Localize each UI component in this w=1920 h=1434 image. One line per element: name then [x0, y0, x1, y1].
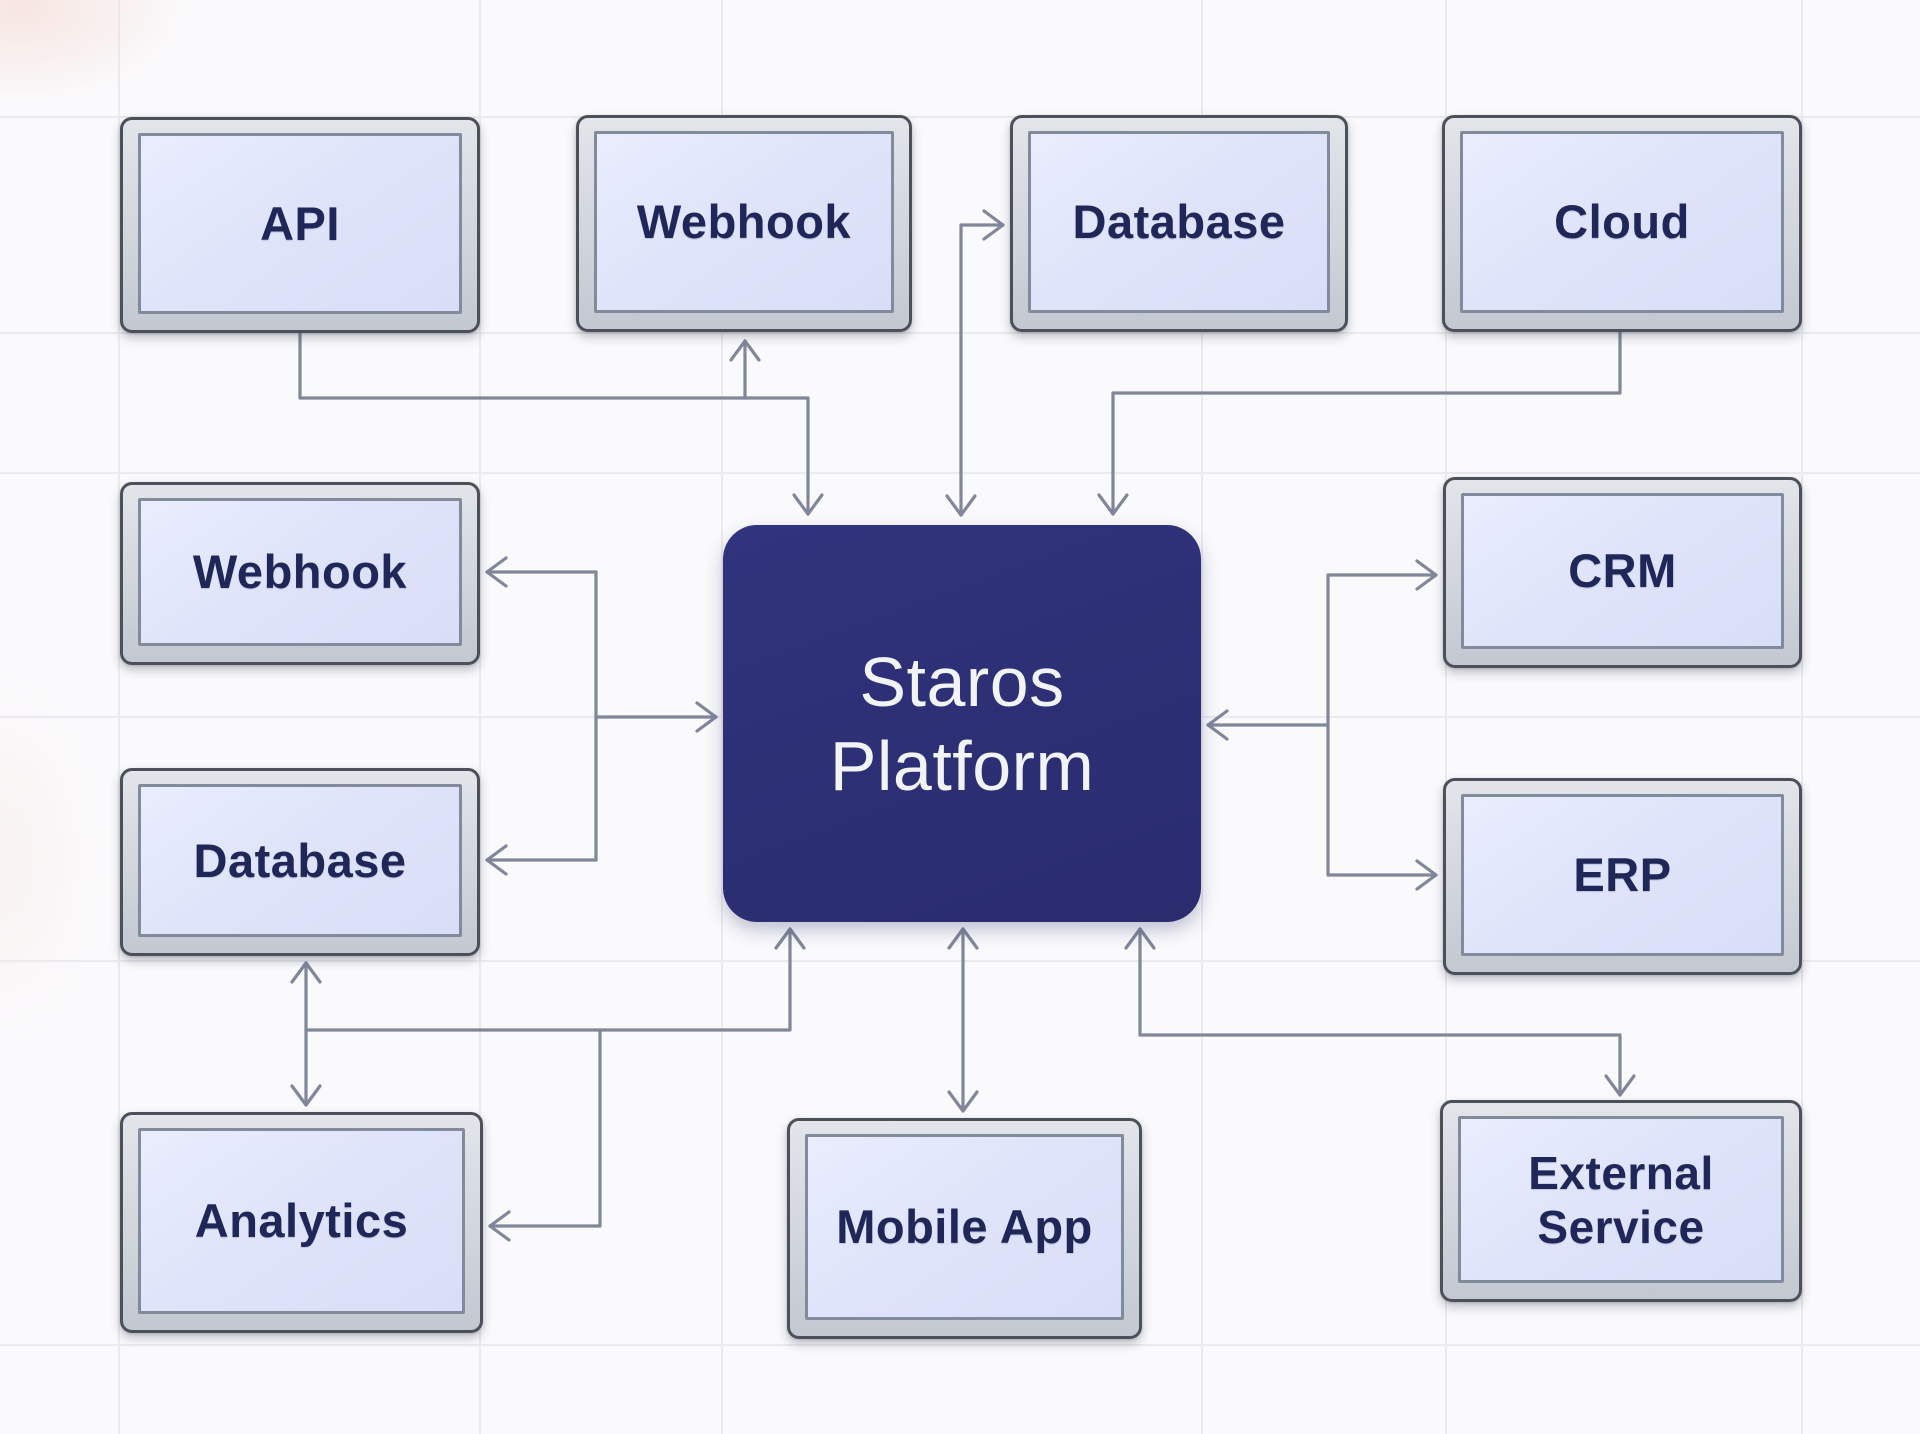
node-external-service-label: External Service: [1528, 1146, 1714, 1253]
node-mobile-app-label: Mobile App: [836, 1200, 1093, 1253]
node-api: API: [120, 117, 480, 333]
node-database-left-screen: Database: [138, 784, 462, 937]
node-external-service-screen: External Service: [1458, 1116, 1784, 1283]
node-analytics-label: Analytics: [194, 1194, 409, 1247]
node-crm: CRM: [1443, 477, 1802, 668]
node-database-top-label: Database: [1072, 195, 1286, 248]
node-api-label: API: [260, 196, 340, 250]
hub-label-line2: Platform: [829, 726, 1095, 805]
node-erp-label: ERP: [1573, 848, 1672, 901]
node-staros-platform-label: Staros Platform: [830, 640, 1095, 808]
edge-bottom-junction-to-analytics: [488, 1028, 602, 1242]
node-webhook-top: Webhook: [576, 115, 912, 332]
node-mobile-app-screen: Mobile App: [805, 1134, 1124, 1320]
node-erp: ERP: [1443, 778, 1802, 975]
edge-right-spine-crm-erp: [1326, 559, 1438, 891]
node-mobile-app: Mobile App: [787, 1118, 1142, 1339]
node-webhook-top-label: Webhook: [636, 195, 852, 248]
node-analytics: Analytics: [120, 1112, 483, 1333]
node-analytics-screen: Analytics: [138, 1128, 465, 1314]
node-webhook-top-screen: Webhook: [594, 131, 894, 313]
node-database-top-screen: Database: [1028, 131, 1330, 313]
node-cloud: Cloud: [1442, 115, 1802, 332]
node-cloud-screen: Cloud: [1460, 131, 1784, 313]
node-erp-screen: ERP: [1461, 794, 1784, 956]
node-webhook-left-label: Webhook: [192, 545, 408, 598]
node-crm-screen: CRM: [1461, 493, 1784, 649]
node-staros-platform: Staros Platform: [723, 525, 1201, 922]
node-database-left-label: Database: [193, 833, 407, 887]
node-webhook-left: Webhook: [120, 482, 480, 665]
node-webhook-left-screen: Webhook: [138, 498, 462, 646]
edge-staros-database-top-bidirectional: [945, 209, 1005, 517]
hub-label-line1: Staros: [859, 642, 1065, 721]
node-crm-label: CRM: [1568, 544, 1677, 597]
node-cloud-label: Cloud: [1554, 195, 1690, 248]
node-database-left: Database: [120, 768, 480, 956]
node-api-screen: API: [138, 133, 462, 314]
node-database-top: Database: [1010, 115, 1348, 332]
node-external-service: External Service: [1440, 1100, 1802, 1302]
